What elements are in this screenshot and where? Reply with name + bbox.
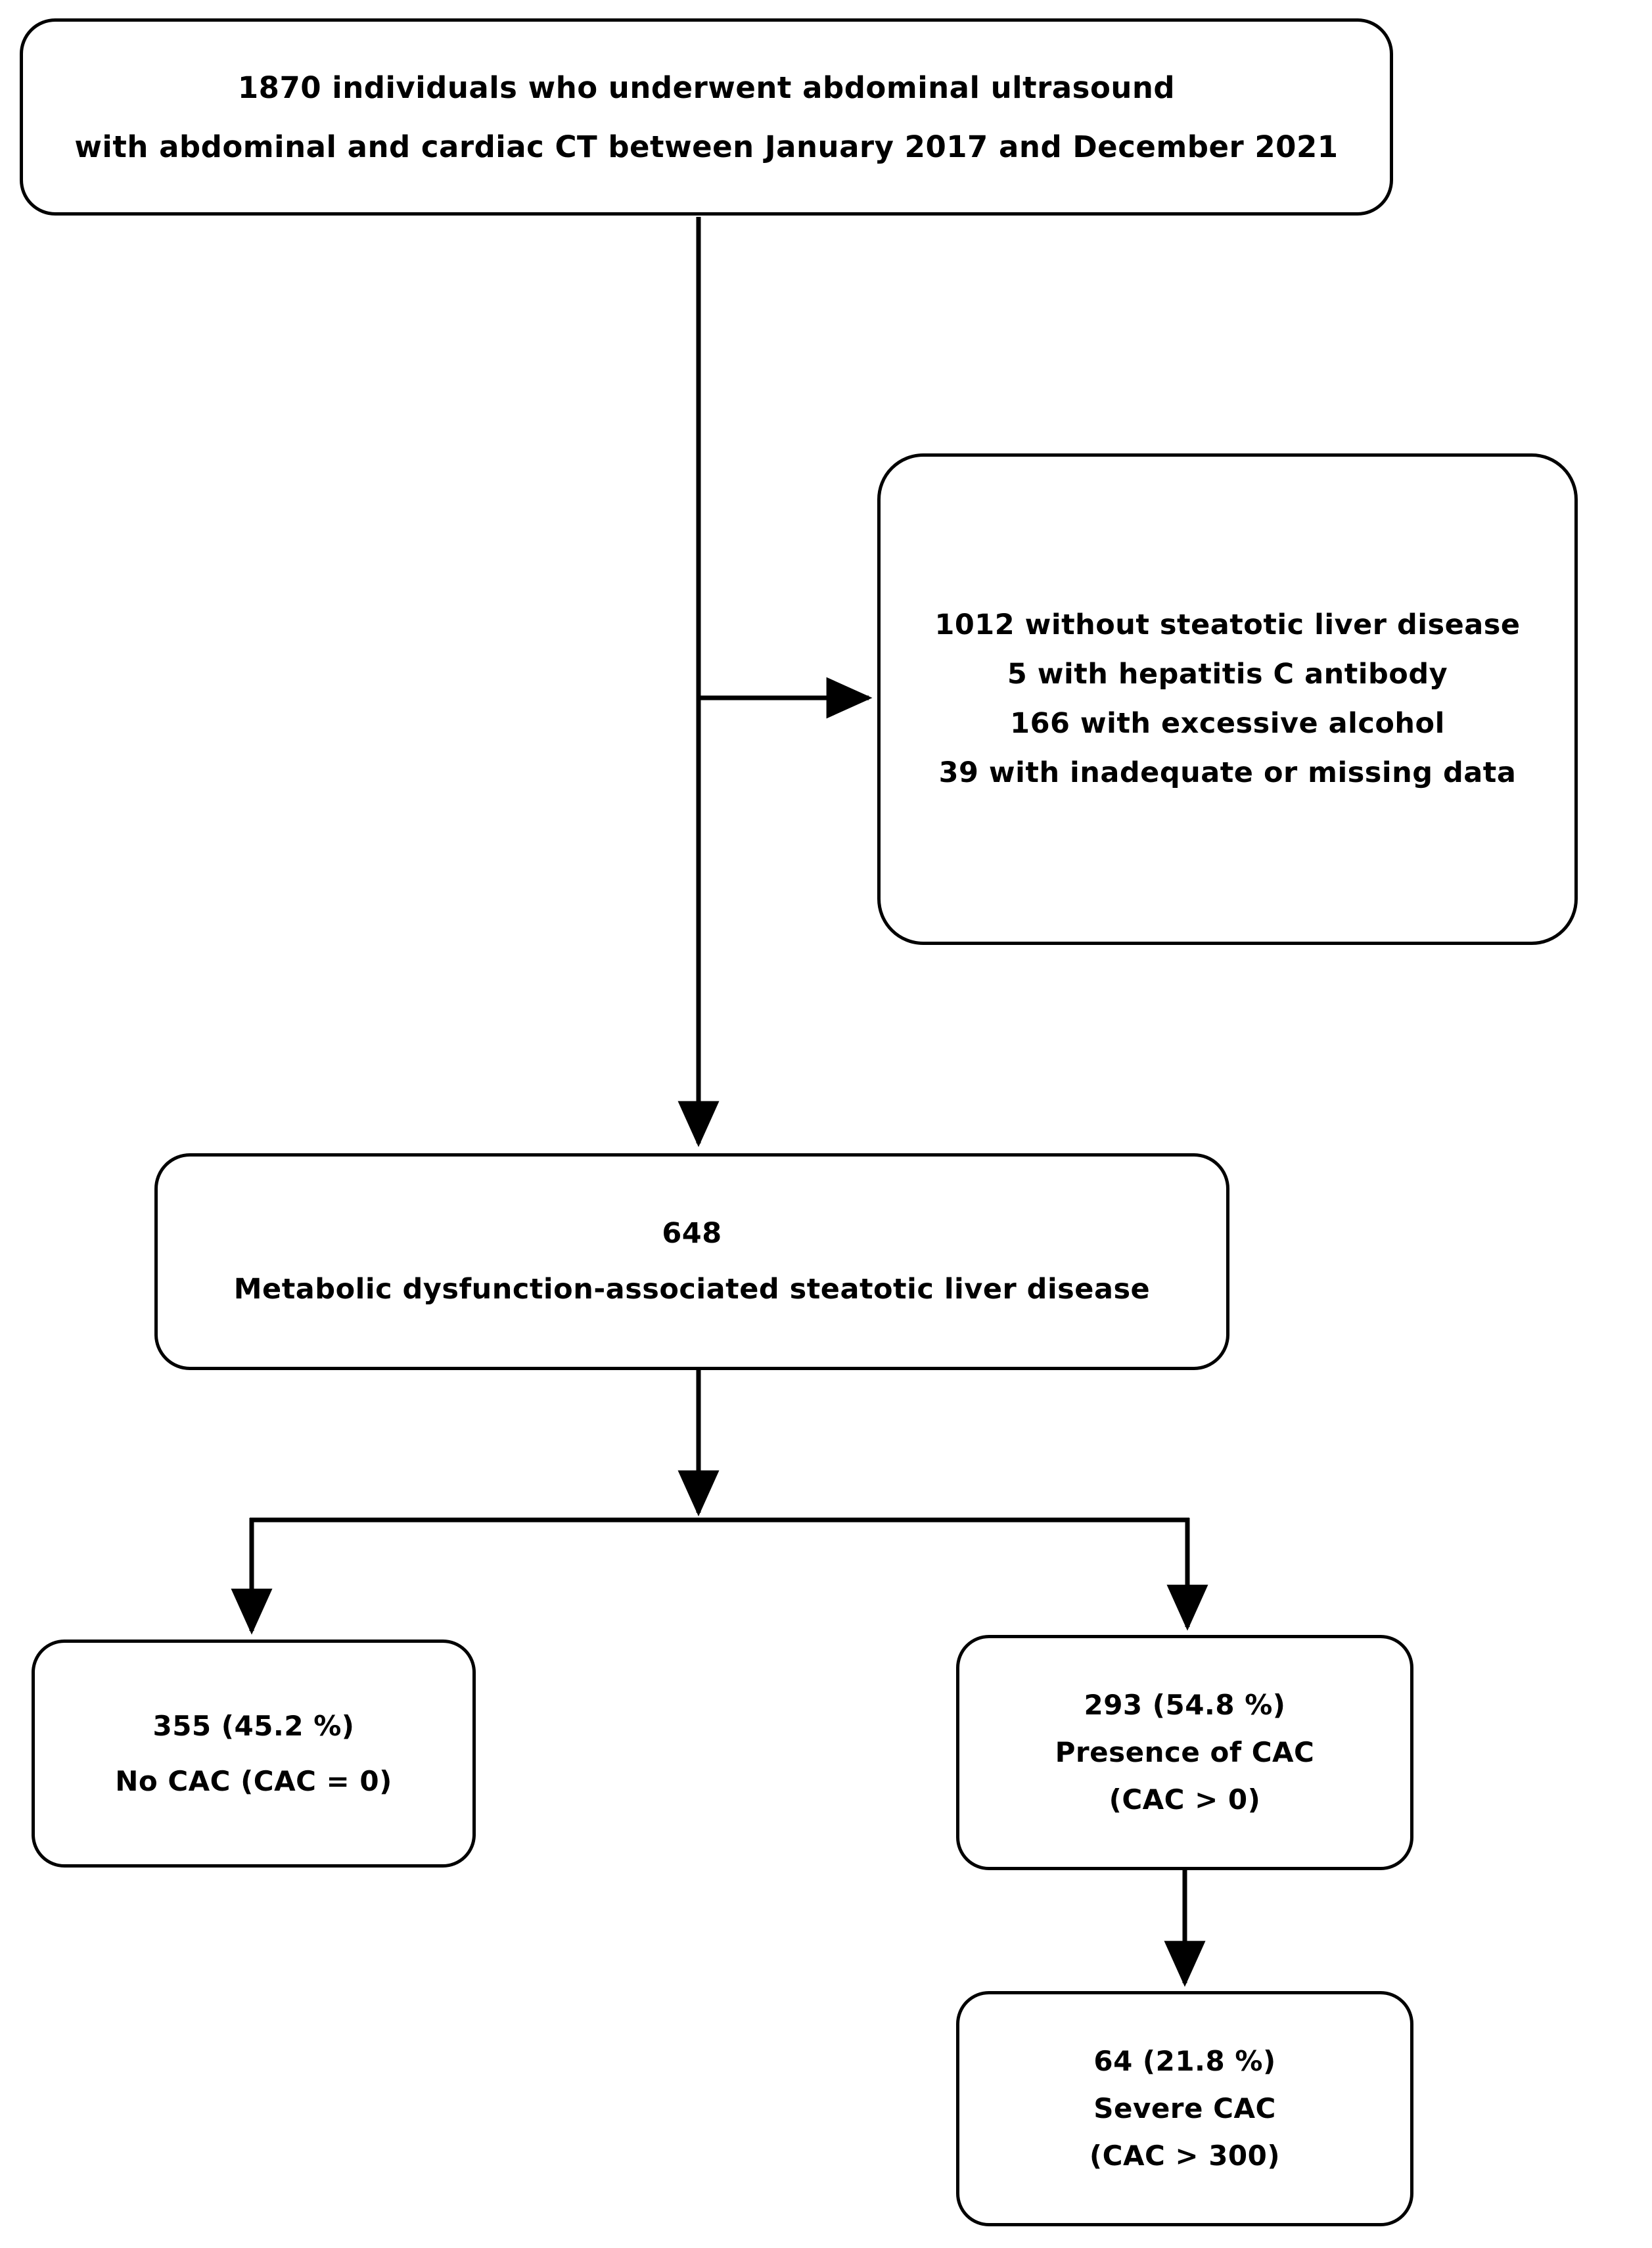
- exclusion-line-3: 166 with excessive alcohol: [1010, 707, 1445, 740]
- presence-cac-label: Presence of CAC: [1055, 1736, 1315, 1768]
- enrolled-cohort-box: 1870 individuals who underwent abdominal…: [20, 18, 1393, 216]
- presence-cac-count: 293 (54.8 %): [1084, 1689, 1286, 1721]
- no-cac-group-box: 355 (45.2 %) No CAC (CAC = 0): [32, 1640, 476, 1868]
- masld-cohort-box: 648 Metabolic dysfunction-associated ste…: [154, 1153, 1229, 1370]
- severe-cac-count: 64 (21.8 %): [1093, 2045, 1276, 2077]
- exclusion-line-1: 1012 without steatotic liver disease: [934, 608, 1521, 641]
- presence-cac-group-box: 293 (54.8 %) Presence of CAC (CAC > 0): [956, 1635, 1413, 1870]
- severe-cac-label: Severe CAC: [1093, 2092, 1276, 2124]
- presence-cac-threshold: (CAC > 0): [1109, 1783, 1261, 1816]
- exclusion-line-4: 39 with inadequate or missing data: [938, 756, 1517, 789]
- masld-label: Metabolic dysfunction-associated steatot…: [233, 1273, 1151, 1306]
- masld-count: 648: [662, 1217, 722, 1250]
- enrolled-line-2: with abdominal and cardiac CT between Ja…: [74, 129, 1339, 164]
- exclusion-criteria-box: 1012 without steatotic liver disease 5 w…: [877, 453, 1578, 945]
- severe-cac-group-box: 64 (21.8 %) Severe CAC (CAC > 300): [956, 1991, 1413, 2226]
- no-cac-label: No CAC (CAC = 0): [115, 1764, 392, 1797]
- enrolled-line-1: 1870 individuals who underwent abdominal…: [237, 70, 1176, 105]
- exclusion-line-2: 5 with hepatitis C antibody: [1007, 658, 1448, 691]
- no-cac-count: 355 (45.2 %): [152, 1709, 355, 1742]
- severe-cac-threshold: (CAC > 300): [1089, 2140, 1281, 2172]
